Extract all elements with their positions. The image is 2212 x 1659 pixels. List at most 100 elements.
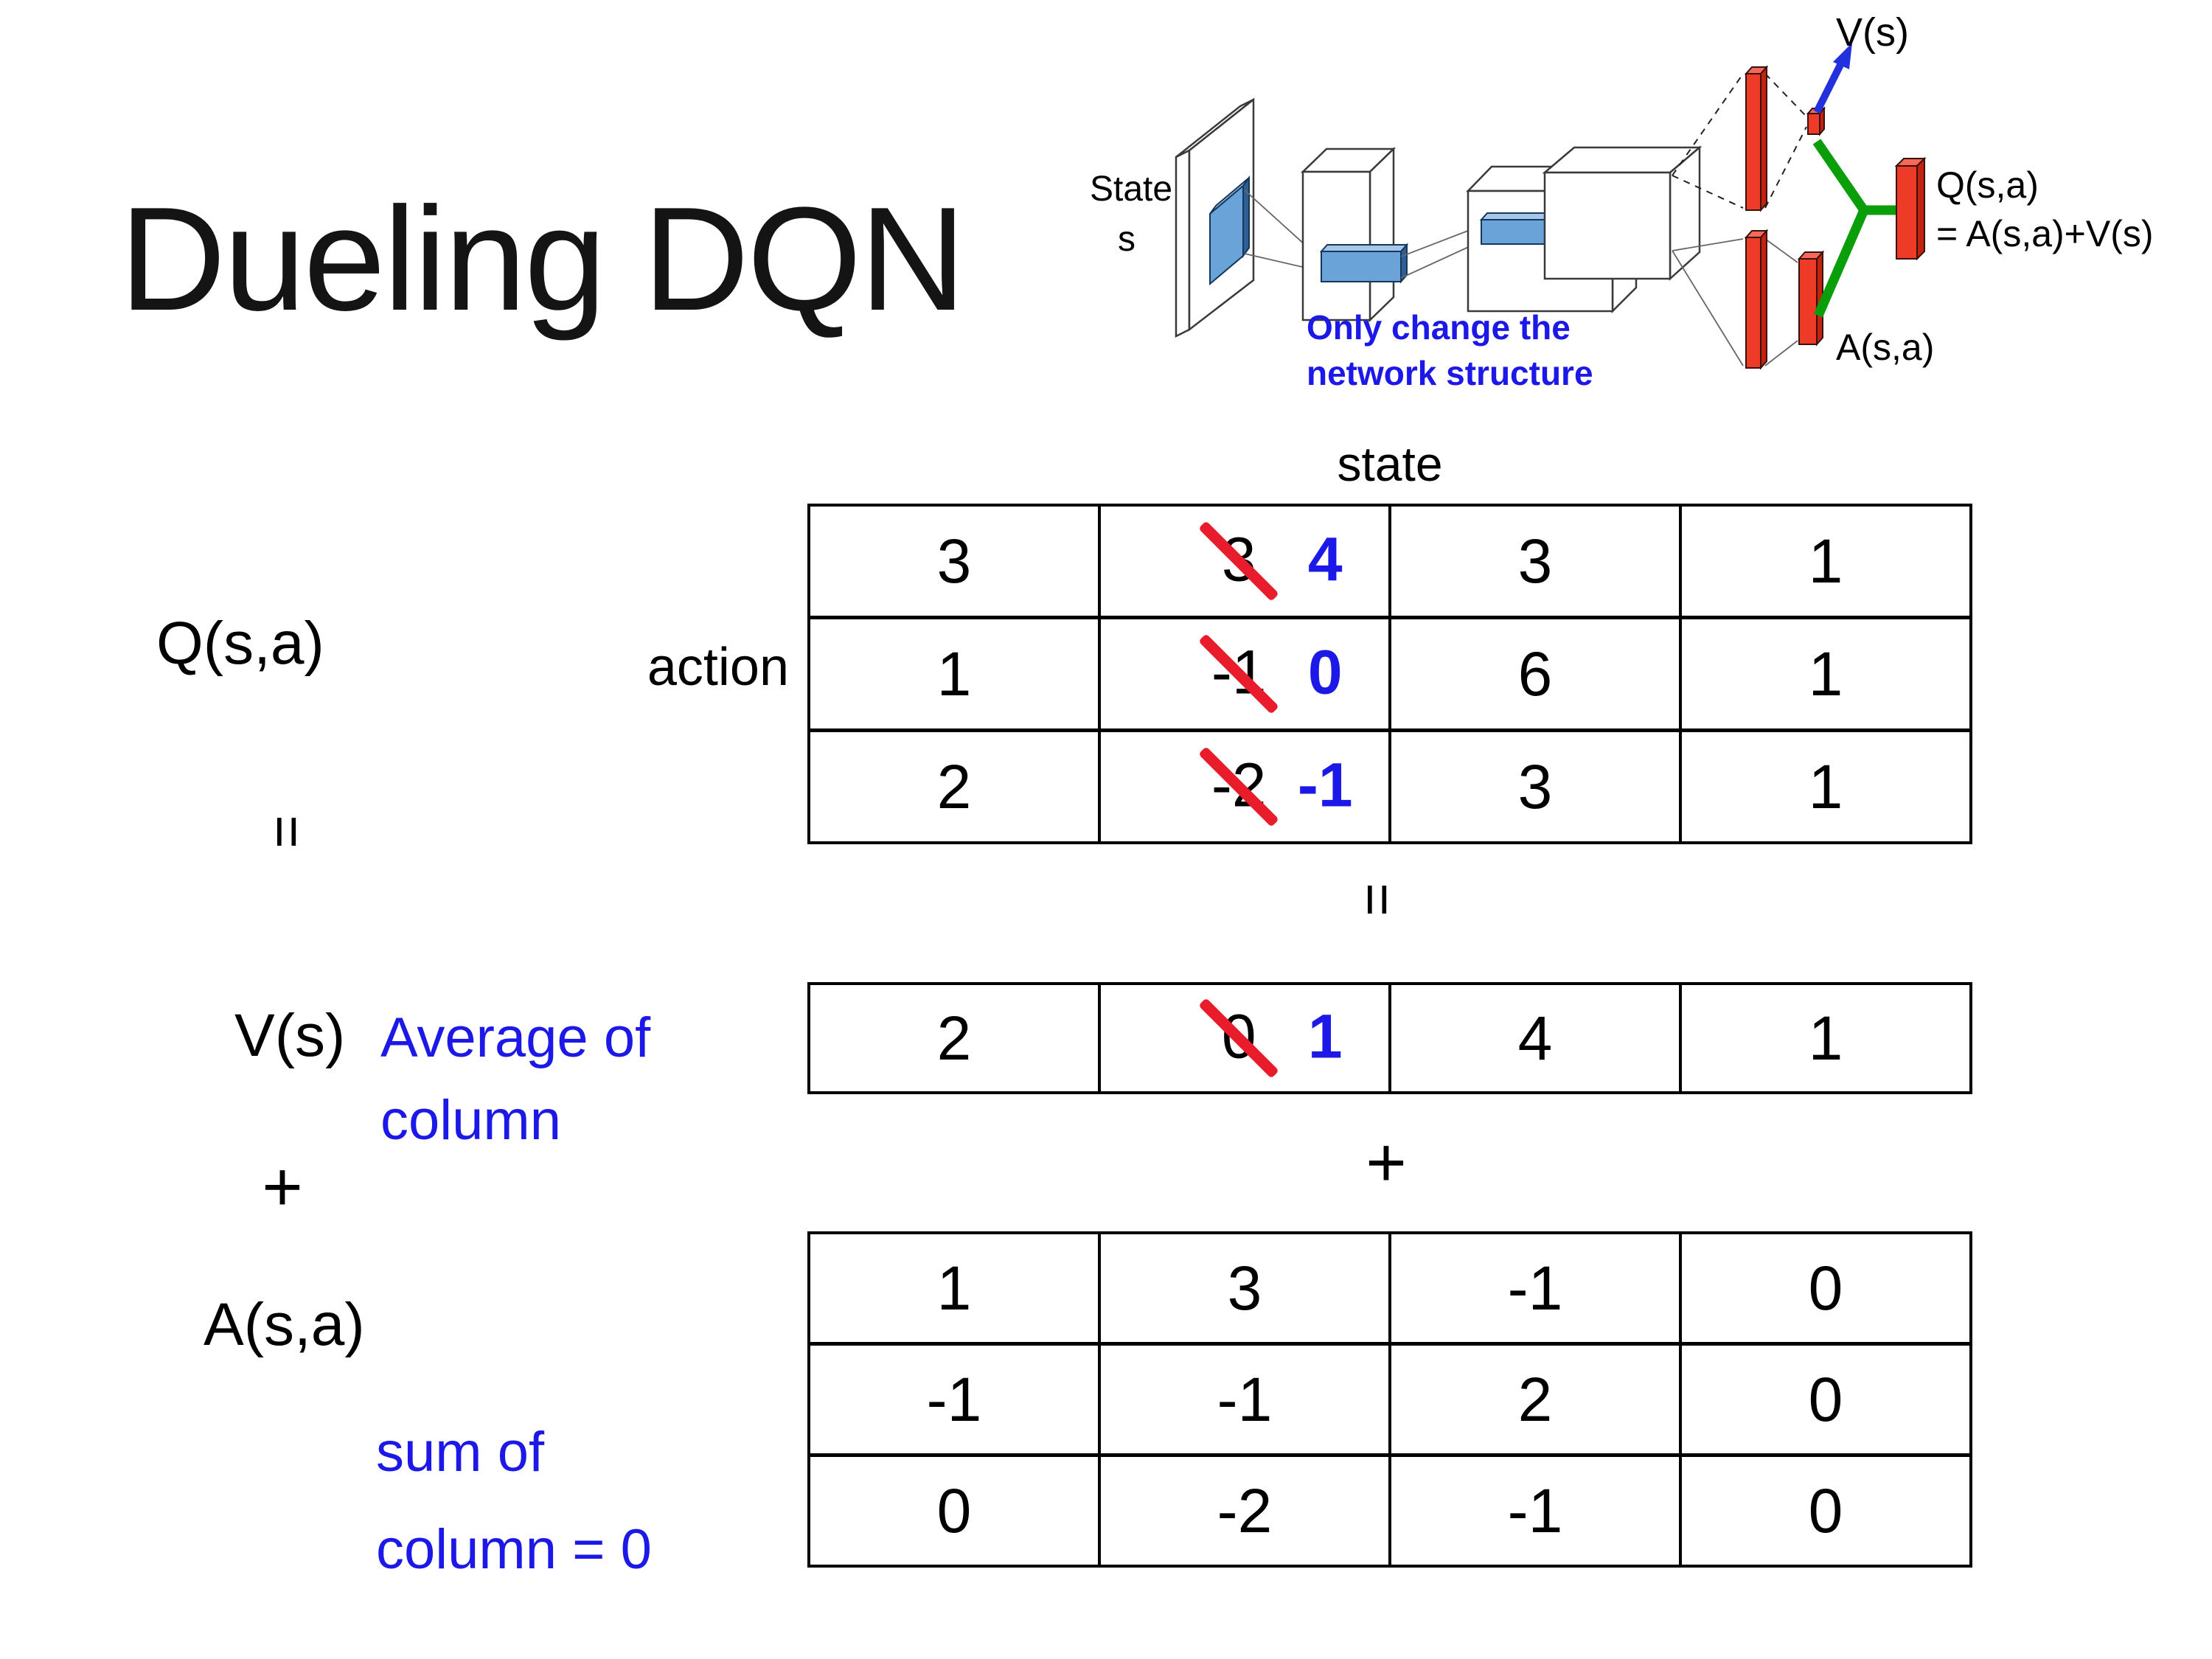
table-cell: 3 (1391, 732, 1682, 841)
new-value: 1 (1307, 1001, 1343, 1071)
diagram-v-output-label: V(s) (1836, 10, 1909, 55)
q-table: 3 3 4 3 1 1 -1 0 6 1 2 -2 -1 3 1 (807, 504, 1972, 844)
table-cell: 1 (1682, 985, 1969, 1091)
q-function-label: Q(s,a) (156, 610, 324, 677)
sum-note-line2: column = 0 (376, 1518, 652, 1581)
cell-value: 3 (1517, 751, 1553, 821)
action-axis-label: action (647, 638, 789, 697)
diagram-note-line1: Only change the (1307, 308, 1571, 347)
feature-bar-1 (1319, 243, 1409, 284)
merge-connector (1812, 139, 1896, 318)
table-cell: -1 (1391, 1457, 1682, 1565)
table-row: 3 3 4 3 1 (810, 507, 1969, 619)
table-row: 0 -2 -1 0 (810, 1457, 1969, 1565)
diagram-state-s-label: s (1118, 220, 1135, 259)
table-cell: 1 (1682, 619, 1969, 728)
plus-sign-left: + (262, 1147, 303, 1226)
cell-value: 0 (1808, 1364, 1843, 1434)
cell-value: 1 (1808, 639, 1843, 709)
sum-note-line1: sum of (376, 1421, 545, 1484)
table-cell: -2 (1101, 1457, 1391, 1565)
cell-value: 1 (1808, 1003, 1843, 1073)
new-value: 0 (1307, 637, 1343, 707)
cell-value: 2 (936, 1003, 972, 1073)
v-table: 2 0 1 4 1 (807, 982, 1972, 1094)
table-cell: 2 (1391, 1346, 1682, 1453)
table-row: -1 -1 2 0 (810, 1346, 1969, 1457)
advantage-function-label: A(s,a) (204, 1291, 365, 1358)
table-cell: 1 (810, 1234, 1101, 1342)
table-cell-corrected: -1 0 (1101, 619, 1391, 728)
diagram-q-output-line2: = A(s,a)+V(s) (1936, 213, 2154, 254)
cell-value: -2 (1217, 1475, 1273, 1545)
table-cell-corrected: 0 1 (1101, 985, 1391, 1091)
cell-value: 6 (1517, 639, 1553, 709)
table-cell-corrected: 3 4 (1101, 507, 1391, 616)
diagram-note-line2: network structure (1307, 354, 1593, 392)
advantage-bar (1797, 250, 1825, 347)
cell-value: 1 (1808, 526, 1843, 596)
cell-value: -1 (1507, 1253, 1563, 1323)
cell-value: -1 (926, 1364, 982, 1434)
diagram-a-output-label: A(s,a) (1836, 327, 1934, 368)
new-value: -1 (1297, 750, 1353, 820)
state-axis-label: state (1337, 437, 1443, 491)
diagram-q-output-line1: Q(s,a) (1936, 164, 2039, 206)
average-note-line2: column (380, 1089, 561, 1152)
table-cell: 4 (1391, 985, 1682, 1091)
table-row: 1 -1 0 6 1 (810, 619, 1969, 732)
a-table: 1 3 -1 0 -1 -1 2 0 0 -2 -1 0 (807, 1231, 1972, 1568)
table-cell: -1 (810, 1346, 1101, 1453)
cell-value: 0 (1808, 1253, 1843, 1323)
cell-value: 3 (936, 526, 972, 596)
table-cell: 1 (810, 619, 1101, 728)
table-cell: 1 (1682, 732, 1969, 841)
page-title: Dueling DQN (119, 177, 966, 341)
cell-value: 1 (1808, 751, 1843, 821)
q-output-bar (1894, 156, 1927, 261)
table-cell: 0 (1682, 1457, 1969, 1565)
cell-value: 2 (1517, 1364, 1553, 1434)
equals-sign-center: = (1346, 883, 1411, 917)
table-row: 2 -2 -1 3 1 (810, 732, 1969, 841)
value-arrow (1813, 43, 1852, 114)
new-value: 4 (1307, 524, 1343, 594)
dashed-connections (1672, 73, 1807, 209)
table-cell: 6 (1391, 619, 1682, 728)
cell-value: 1 (936, 1253, 972, 1323)
table-cell-corrected: -2 -1 (1101, 732, 1391, 841)
table-cell: 2 (810, 732, 1101, 841)
table-cell: 3 (1391, 507, 1682, 616)
table-cell: 3 (1101, 1234, 1391, 1342)
fc-bar-advantage-stream (1744, 229, 1769, 370)
table-row: 1 3 -1 0 (810, 1234, 1969, 1346)
fc-bar-value-stream (1744, 65, 1769, 212)
flatten-box (1542, 145, 1703, 281)
average-note-line1: Average of (380, 1006, 651, 1069)
solid-connections (1672, 238, 1798, 366)
table-cell: -1 (1391, 1234, 1682, 1342)
cell-value: -1 (1217, 1364, 1273, 1434)
plus-sign-center: + (1366, 1123, 1407, 1202)
cell-value: 0 (936, 1475, 972, 1545)
cell-value: 0 (1808, 1475, 1843, 1545)
table-cell: 2 (810, 985, 1101, 1091)
table-cell: 1 (1682, 507, 1969, 616)
cell-value: -1 (1507, 1475, 1563, 1545)
cell-value: 2 (936, 751, 972, 821)
table-cell: 0 (1682, 1346, 1969, 1453)
equals-sign-left: = (255, 815, 320, 849)
value-function-label: V(s) (234, 1002, 346, 1069)
cell-value: 3 (1227, 1253, 1262, 1323)
diagram-state-label: State (1090, 170, 1172, 209)
table-cell: 0 (810, 1457, 1101, 1565)
table-row: 2 0 1 4 1 (810, 985, 1969, 1091)
value-scalar-box (1806, 106, 1826, 136)
cell-value: 3 (1517, 526, 1553, 596)
table-cell: 3 (810, 507, 1101, 616)
cell-value: 1 (936, 639, 972, 709)
table-cell: 0 (1682, 1234, 1969, 1342)
conv-box-1 (1300, 147, 1397, 322)
cell-value: 4 (1517, 1003, 1553, 1073)
conv-patch (1209, 175, 1250, 286)
